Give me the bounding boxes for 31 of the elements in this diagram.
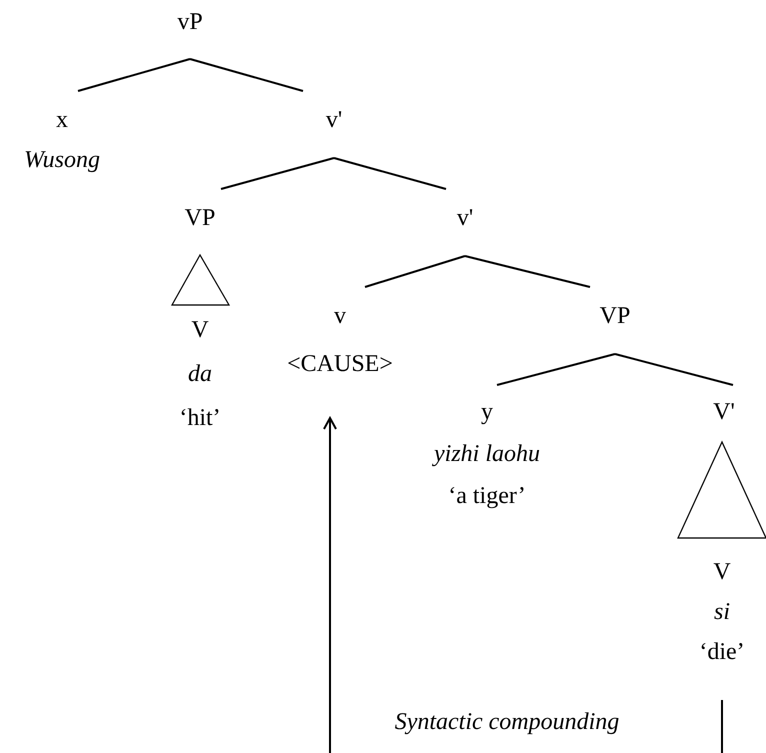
category-label: y	[481, 398, 493, 427]
word-label: yizhi laohu	[434, 440, 540, 469]
category-label: v'	[326, 106, 342, 135]
tree-branch	[78, 58, 190, 92]
category-label: x	[56, 106, 68, 135]
word-label: da	[188, 360, 212, 389]
gloss-label: ‘a tiger’	[448, 482, 526, 511]
gloss-label: ‘hit’	[179, 404, 221, 433]
category-label: VP	[184, 204, 216, 233]
tree-branch	[190, 58, 304, 92]
word-label: si	[714, 598, 730, 627]
word-label: Wusong	[24, 146, 100, 175]
triangle-shape	[677, 440, 766, 539]
category-label: V'	[713, 398, 735, 427]
category-label: v'	[456, 204, 474, 233]
tree-branch	[220, 157, 334, 190]
tree-branch	[496, 353, 616, 386]
tree-branch	[364, 255, 466, 288]
tree-branch	[334, 157, 446, 190]
movement-arrow	[323, 417, 723, 753]
triangle-shape	[170, 254, 230, 306]
category-label: V	[713, 558, 731, 587]
annotation-label: Syntactic compounding	[394, 708, 620, 737]
category-label: vP	[177, 8, 203, 37]
tree-branch	[464, 255, 590, 288]
gloss-label: ‘die’	[699, 638, 745, 667]
feature-label: <CAUSE>	[287, 350, 393, 379]
category-label: V	[191, 316, 209, 345]
category-label: v	[334, 302, 346, 331]
category-label: VP	[600, 302, 630, 331]
tree-branch	[614, 353, 734, 386]
